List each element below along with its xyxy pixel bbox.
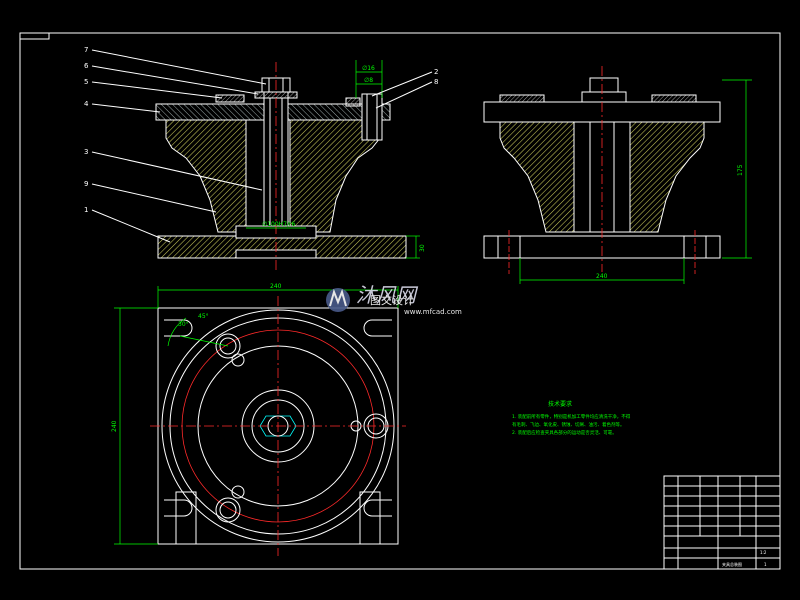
notes-line-2: 有毛刺、飞边、氧化皮、锈蚀、切屑、油污、着色剂等。 [512,421,625,428]
part-leaders: 7 6 5 4 3 9 1 2 8 [84,46,438,243]
watermark-logo [326,288,350,312]
watermark: 沐风网 图文设计 www.mfcad.com [326,283,462,316]
dim-plan-width: 240 [270,283,282,290]
part-label-8: 8 [434,78,438,86]
part-label-7: 7 [84,46,88,54]
part-label-3: 3 [84,148,88,156]
dim-side-height: 175 [737,164,744,176]
part-label-5: 5 [84,78,88,86]
dim-side-width: 240 [596,273,608,280]
part-label-6: 6 [84,62,89,70]
drawing-frame [19,32,781,570]
part-label-9: 9 [84,180,88,188]
title-block-drawing-name: 夹具总装图 [722,561,742,567]
part-label-1: 1 [84,206,88,214]
dim-plan-angle-b: 45° [198,313,209,320]
dim-front-top-b: ∅8 [364,77,373,84]
dim-plan-height: 240 [111,420,118,432]
notes-line-1: 1. 装配前所有零件，特别是机加工零件均应清洗干净，不得 [512,413,631,420]
watermark-sub: 图文设计 [370,293,414,307]
part-label-2: 2 [434,68,438,76]
side-view: 175 240 [483,66,752,284]
technical-notes: 技术要求 1. 装配前所有零件，特别是机加工零件均应清洗干净，不得 有毛刺、飞边… [512,400,631,436]
plan-view: 240 240 30° 45° [111,283,406,556]
notes-line-3: 2. 装配后应检查夹具各部分的运动是否灵活、可靠。 [512,429,617,436]
dim-front-bottom: ∅100H7/r6 [262,221,295,228]
part-label-4: 4 [84,100,89,108]
title-block-sheet: 1 [764,562,767,567]
dim-front-base-height: 30 [419,244,426,252]
front-section-view: 30 ∅100H7/r6 ∅16 ∅8 [155,60,426,272]
title-block-scale: 1:2 [760,550,767,555]
title-block: 夹具总装图 1:2 1 [663,475,781,570]
watermark-brand: 沐风网 [356,283,419,307]
notes-title: 技术要求 [548,400,572,408]
watermark-url: www.mfcad.com [404,308,462,316]
dim-front-top-a: ∅16 [362,65,375,72]
dim-plan-angle-a: 30° [178,321,189,328]
